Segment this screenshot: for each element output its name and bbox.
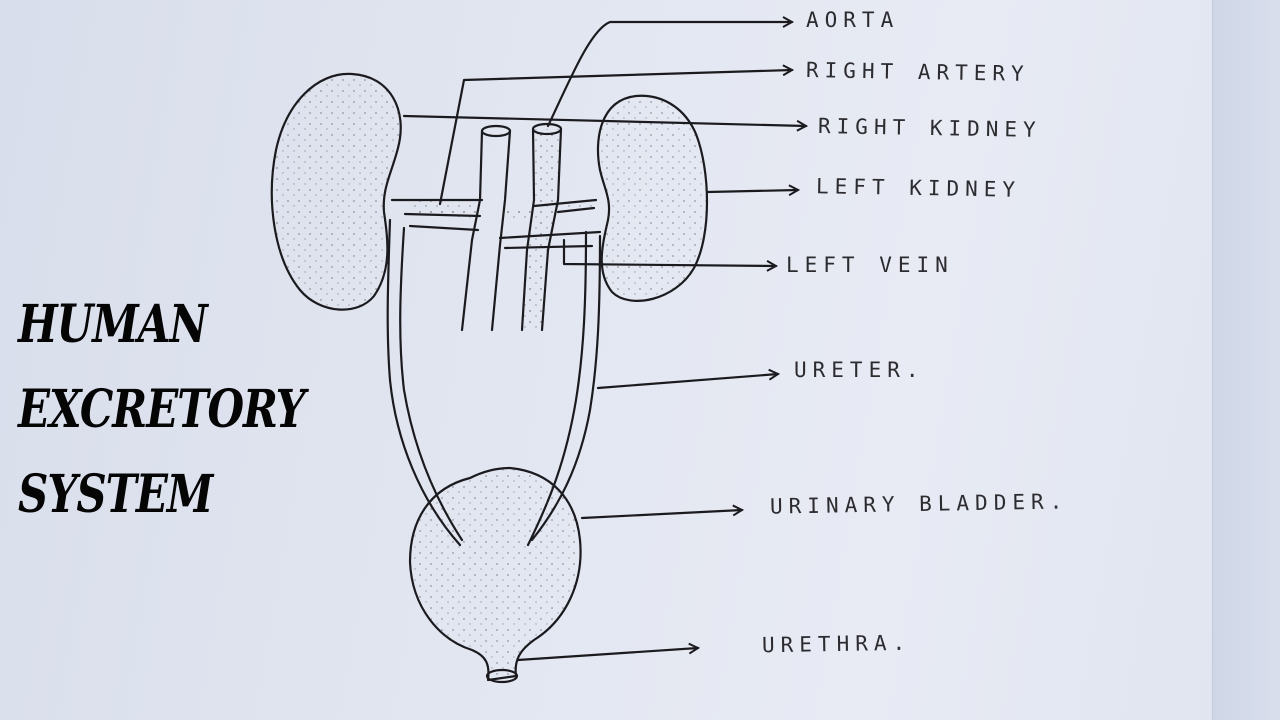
label-aorta: AORTA [806, 8, 900, 32]
label-left-vein: LEFT VEIN [786, 253, 954, 277]
bladder-leader [580, 510, 742, 520]
right-kidney-leader [402, 114, 806, 126]
label-right-artery: RIGHT ARTERY [805, 58, 1030, 86]
label-urethra: URETHRA. [761, 630, 912, 658]
label-right-kidney: RIGHT KIDNEY [817, 114, 1042, 142]
page-edge [1212, 0, 1280, 720]
ureter-leader [596, 374, 778, 390]
urethra-leader [516, 648, 698, 662]
right-artery-leader [438, 70, 792, 206]
label-ureter: URETER. [794, 358, 925, 382]
label-left-kidney: LEFT KIDNEY [815, 174, 1022, 202]
title-line-3: SYSTEM [18, 463, 213, 525]
left-vein-leader [562, 238, 776, 266]
left-kidney-leader [706, 190, 798, 192]
page-title: HUMAN EXCRETORY SYSTEM [18, 282, 306, 537]
title-line-1: HUMAN [18, 293, 208, 355]
aorta-leader [546, 22, 792, 128]
urethra-opening [485, 668, 519, 684]
title-line-2: EXCRETORY [18, 378, 306, 440]
vena-cava-shape [460, 129, 512, 332]
